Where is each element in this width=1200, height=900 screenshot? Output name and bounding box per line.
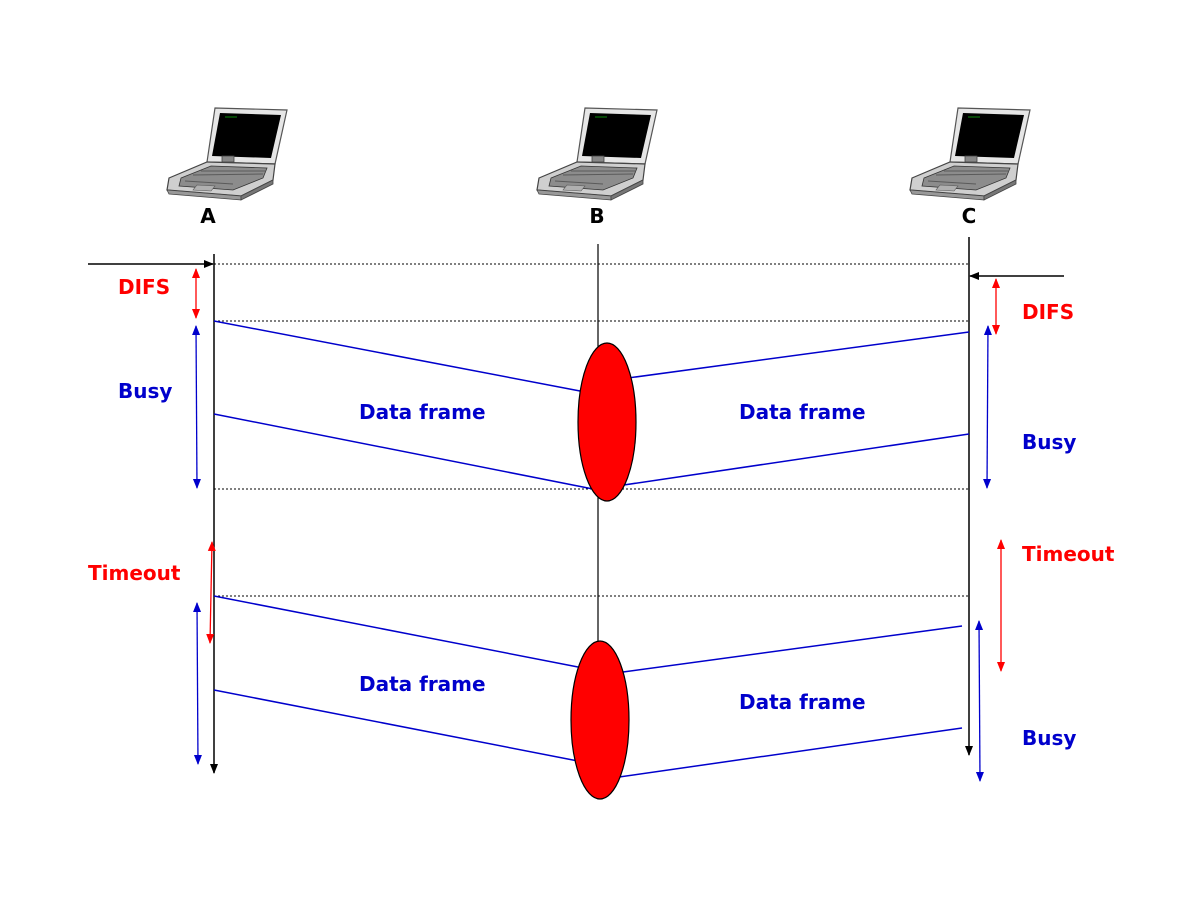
- node-label-c: C: [962, 204, 977, 228]
- node-label-b: B: [589, 204, 604, 228]
- laptop-icon: [909, 107, 1031, 201]
- collision-ellipse: [570, 640, 630, 800]
- busy-label-c: Busy: [1022, 430, 1076, 454]
- timeout-label-c: Timeout: [1022, 542, 1115, 566]
- busy-arrow-a2: [193, 602, 202, 765]
- laptop-icon: [166, 107, 288, 201]
- timeout-arrow-a: [206, 541, 216, 644]
- busy-label-a: Busy: [118, 379, 172, 403]
- data-frame-label: Data frame: [359, 672, 486, 696]
- data-frame-label: Data frame: [359, 400, 486, 424]
- frame-line: [616, 433, 970, 487]
- frame-line: [213, 320, 581, 392]
- data-frame-label: Data frame: [739, 690, 866, 714]
- timeout-label-a: Timeout: [88, 561, 181, 585]
- laptop-icon: [536, 107, 658, 201]
- busy-arrow-a: [192, 325, 201, 489]
- frame-line: [622, 625, 963, 673]
- busy-arrow-c: [983, 325, 992, 489]
- frame-line: [611, 727, 963, 779]
- frame-line: [213, 595, 579, 668]
- collision-ellipse: [577, 342, 637, 502]
- node-label-a: A: [200, 204, 216, 228]
- frame-line: [627, 331, 970, 379]
- difs-label-a: DIFS: [118, 275, 170, 299]
- frame-line: [213, 413, 594, 490]
- frame-lines: [213, 320, 970, 779]
- frame-line: [213, 689, 579, 762]
- difs-label-c: DIFS: [1022, 300, 1074, 324]
- busy-label-c2: Busy: [1022, 726, 1076, 750]
- busy-arrow-c2: [975, 620, 984, 782]
- data-frame-label: Data frame: [739, 400, 866, 424]
